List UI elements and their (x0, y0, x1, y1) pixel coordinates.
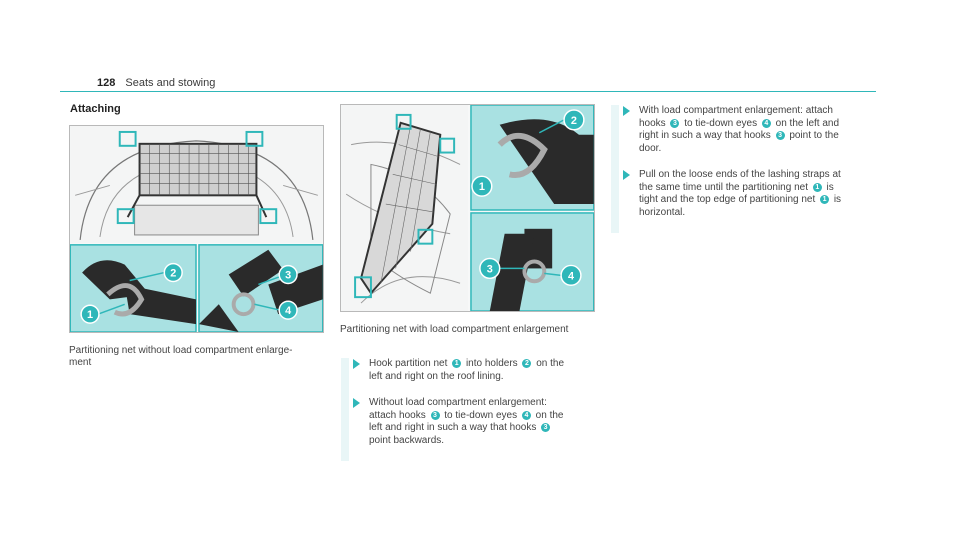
callout-4: 4 (285, 305, 291, 317)
instructions-middle: Hook partition net 1 into holders 2 on t… (341, 358, 581, 461)
illustration-cargo-area: 2 1 3 4 (70, 126, 323, 332)
illustration-rear-seats: 2 1 3 4 (341, 105, 594, 311)
section-name: Seats and stowing (125, 77, 216, 89)
header-divider (60, 91, 876, 92)
step-pull-lashing-straps: Pull on the loose ends of the lashing st… (619, 169, 851, 219)
partition-net (138, 142, 258, 197)
step-arrow-icon (353, 359, 360, 369)
step-hook-partition-net: Hook partition net 1 into holders 2 on t… (349, 358, 581, 383)
callout-2: 2 (571, 115, 577, 127)
step-without-enlargement: Without load compartment enlargement: at… (349, 397, 581, 447)
step-arrow-icon (353, 398, 360, 408)
ref-1-icon: 1 (452, 359, 462, 368)
ref-2-icon: 2 (522, 359, 532, 368)
left-caption-line2: ment (69, 357, 92, 368)
section-title: Attaching (70, 103, 121, 115)
left-caption-line1: Partitioning net without load compartmen… (69, 345, 293, 356)
partition-net-diagonal (359, 121, 442, 295)
callout-2: 2 (170, 268, 176, 280)
callout-3: 3 (285, 270, 291, 282)
ref-3-icon: 3 (670, 118, 680, 128)
step-arrow-icon (623, 170, 630, 180)
step-with-enlargement: With load compartment enlargement: attac… (619, 105, 851, 155)
figure-without-enlargement: 2 1 3 4 (69, 125, 324, 333)
callout-1: 1 (87, 309, 93, 321)
ref-1-icon: 1 (820, 195, 830, 204)
ref-3-icon: 3 (775, 131, 785, 140)
figure-with-enlargement: 2 1 3 4 (340, 104, 595, 312)
ref-4-icon: 4 (521, 410, 531, 420)
ref-3-icon: 3 (430, 410, 440, 420)
step-arrow-icon (623, 106, 630, 116)
callout-1: 1 (479, 181, 485, 193)
callout-4: 4 (568, 270, 574, 282)
ref-4-icon: 4 (761, 118, 771, 128)
ref-1-icon: 1 (812, 182, 822, 192)
ref-3-icon: 3 (541, 423, 551, 432)
page-number: 128 (97, 77, 116, 89)
instructions-right: With load compartment enlargement: attac… (611, 105, 851, 233)
callout-3: 3 (487, 263, 493, 275)
middle-figure-caption: Partitioning net with load compartment e… (340, 324, 569, 335)
left-figure-caption: Partitioning net without load compartmen… (69, 345, 329, 369)
page-header: 128 Seats and stowing (97, 77, 215, 89)
